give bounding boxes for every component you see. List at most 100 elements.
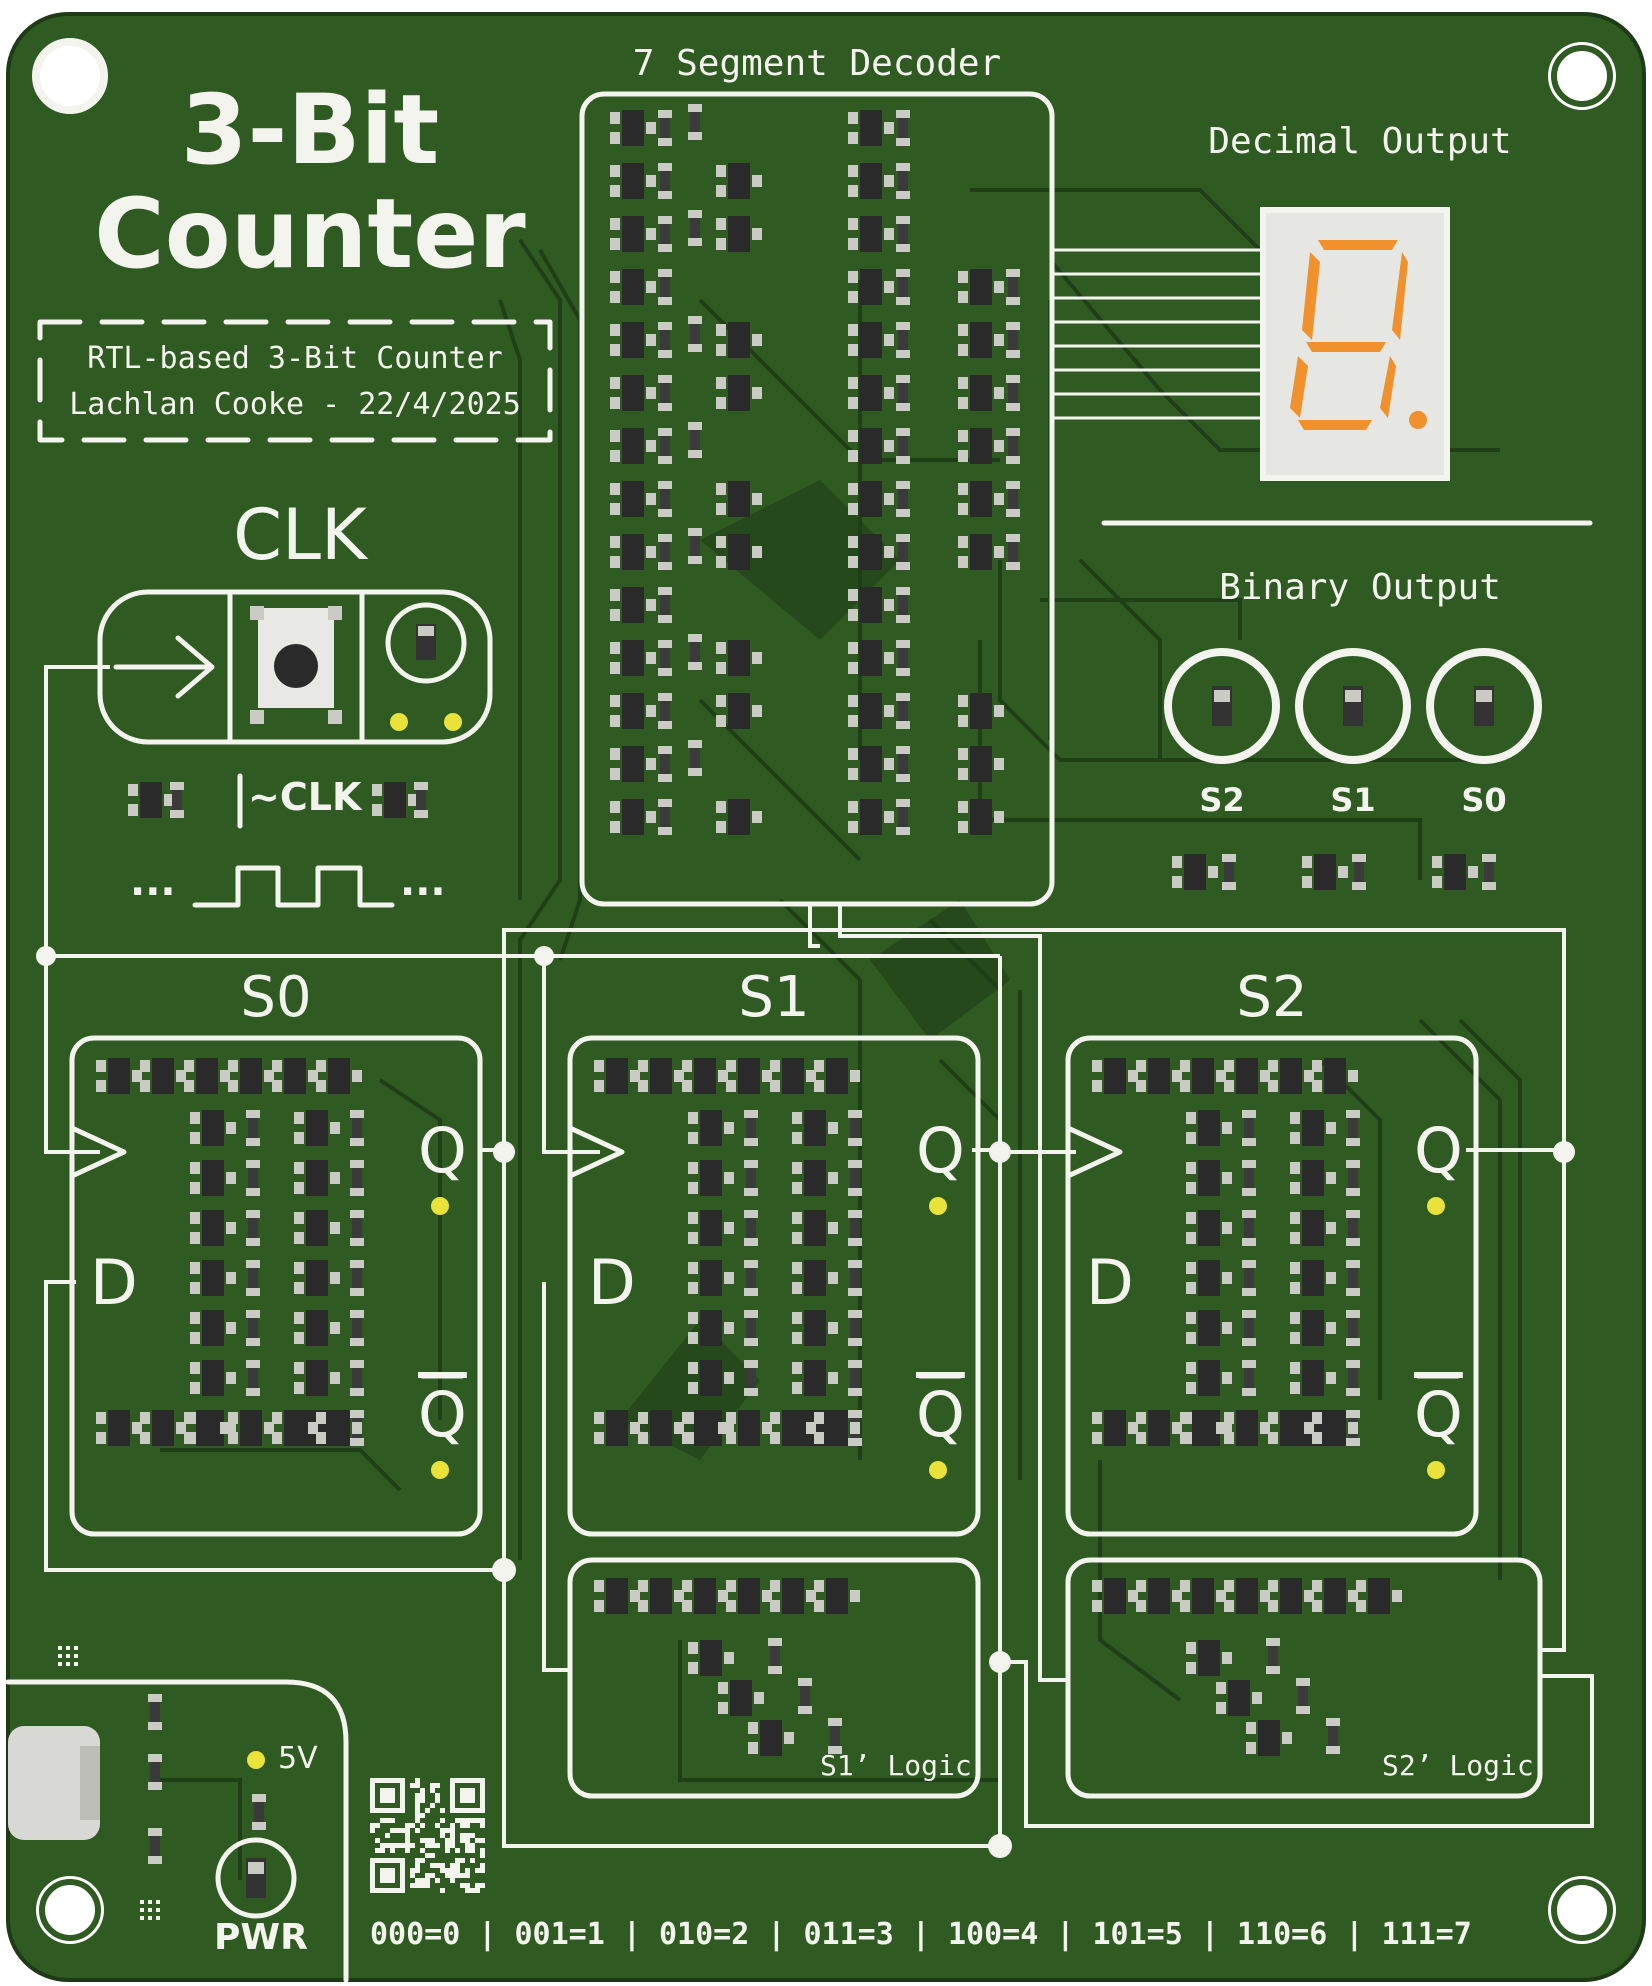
transistor-icon <box>610 110 656 146</box>
resistor-icon <box>744 1110 758 1146</box>
resistor-icon <box>350 1260 364 1296</box>
transistor-icon <box>958 322 1004 358</box>
usb-c-port-icon <box>8 1726 100 1840</box>
resistor-icon <box>1482 854 1496 890</box>
transistor-icon <box>190 1260 236 1296</box>
resistor-icon <box>658 481 672 517</box>
transistor-icon <box>190 1210 236 1246</box>
mounting-hole-icon <box>32 38 1616 1944</box>
resistor-icon <box>688 740 702 776</box>
flipflop-s1-d: D <box>588 1246 636 1319</box>
resistor-icon <box>148 1828 162 1864</box>
transistor-icon <box>638 1410 684 1446</box>
resistor-icon <box>848 1360 862 1396</box>
resistor-icon <box>848 1160 862 1196</box>
transistor-icon <box>848 322 894 358</box>
transistor-icon <box>610 799 656 835</box>
resistor-icon <box>896 163 910 199</box>
clk-title: CLK <box>233 494 367 576</box>
transistor-icon <box>716 216 762 252</box>
resistor-icon <box>1006 322 1020 358</box>
transistor-icon <box>594 1410 640 1446</box>
push-button-icon[interactable] <box>250 606 342 724</box>
transistor-icon <box>610 428 656 464</box>
resistor-icon <box>1006 534 1020 570</box>
transistor-icon <box>958 534 1004 570</box>
transistor-icon <box>958 269 1004 305</box>
transistor-icon <box>848 640 894 676</box>
resistor-icon <box>246 1260 260 1296</box>
resistor-icon <box>246 1310 260 1346</box>
resistor-icon <box>1296 1678 1310 1714</box>
transistor-icon <box>372 782 418 818</box>
transistor-icon <box>190 1110 236 1146</box>
flipflop-s1-q: Q <box>916 1114 965 1187</box>
resistor-icon <box>246 1360 260 1396</box>
resistor-icon <box>658 269 672 305</box>
transistor-icon <box>716 799 762 835</box>
transistor-icon <box>716 640 762 676</box>
clk-module <box>97 589 493 908</box>
transistor-icon <box>190 1360 236 1396</box>
resistor-icon <box>896 375 910 411</box>
transistor-icon <box>726 1058 772 1094</box>
qr-code-icon <box>370 1778 485 1893</box>
transistor-icon <box>610 640 656 676</box>
transistor-icon <box>814 1410 860 1446</box>
resistor-icon <box>1006 375 1020 411</box>
transistor-icon <box>294 1160 340 1196</box>
transistor-icon <box>848 216 894 252</box>
resistor-icon <box>1346 1210 1360 1246</box>
transistor-icon <box>1092 1058 1138 1094</box>
transistor-icon <box>294 1260 340 1296</box>
transistor-icon <box>688 1640 734 1676</box>
resistor-icon <box>658 693 672 729</box>
info-line1: RTL-based 3-Bit Counter <box>87 341 503 376</box>
transistor-icon <box>726 1410 772 1446</box>
flipflop-s0-d: D <box>90 1246 138 1319</box>
transistor-icon <box>1224 1058 1270 1094</box>
resistor-icon <box>350 1160 364 1196</box>
resistor-icon <box>896 322 910 358</box>
transistor-icon <box>1092 1578 1138 1614</box>
resistor-icon <box>828 1718 842 1754</box>
resistor-icon <box>688 528 702 564</box>
transistor-icon <box>848 428 894 464</box>
resistor-icon <box>1346 1160 1360 1196</box>
transistor-icon <box>716 322 762 358</box>
transistor-icon <box>96 1410 142 1446</box>
transistor-icon <box>610 322 656 358</box>
transistor-icon <box>1186 1210 1232 1246</box>
resistor-icon <box>246 1160 260 1196</box>
transistor-icon <box>688 1260 734 1296</box>
transistor-icon <box>1172 854 1218 890</box>
transistor-icon <box>1216 1680 1262 1716</box>
resistor-icon <box>1242 1360 1256 1396</box>
flipflop-s0-q: Q <box>418 1114 467 1187</box>
transistor-icon <box>688 1210 734 1246</box>
transistor-icon <box>610 481 656 517</box>
transistor-icon <box>688 1360 734 1396</box>
transistor-icon <box>848 481 894 517</box>
resistor-icon <box>896 799 910 835</box>
transistor-icon <box>272 1410 318 1446</box>
resistor-icon <box>658 322 672 358</box>
resistor-icon <box>148 1694 162 1730</box>
transistor-icon <box>190 1160 236 1196</box>
transistor-icon <box>770 1578 816 1614</box>
resistor-icon <box>688 316 702 352</box>
transistor-icon <box>294 1210 340 1246</box>
transistor-icon <box>1136 1058 1182 1094</box>
resistor-icon <box>1266 1638 1280 1674</box>
binary-led-rings <box>1164 648 1542 764</box>
resistor-icon <box>658 428 672 464</box>
resistor-icon <box>658 110 672 146</box>
voltage-label: 5V <box>278 1741 318 1776</box>
resistor-icon <box>1006 428 1020 464</box>
transistor-icon <box>770 1058 816 1094</box>
transistor-icon <box>594 1058 640 1094</box>
resistor-icon <box>744 1310 758 1346</box>
s2-logic-label: S2’ Logic <box>1382 1749 1534 1782</box>
transistor-icon <box>682 1578 728 1614</box>
